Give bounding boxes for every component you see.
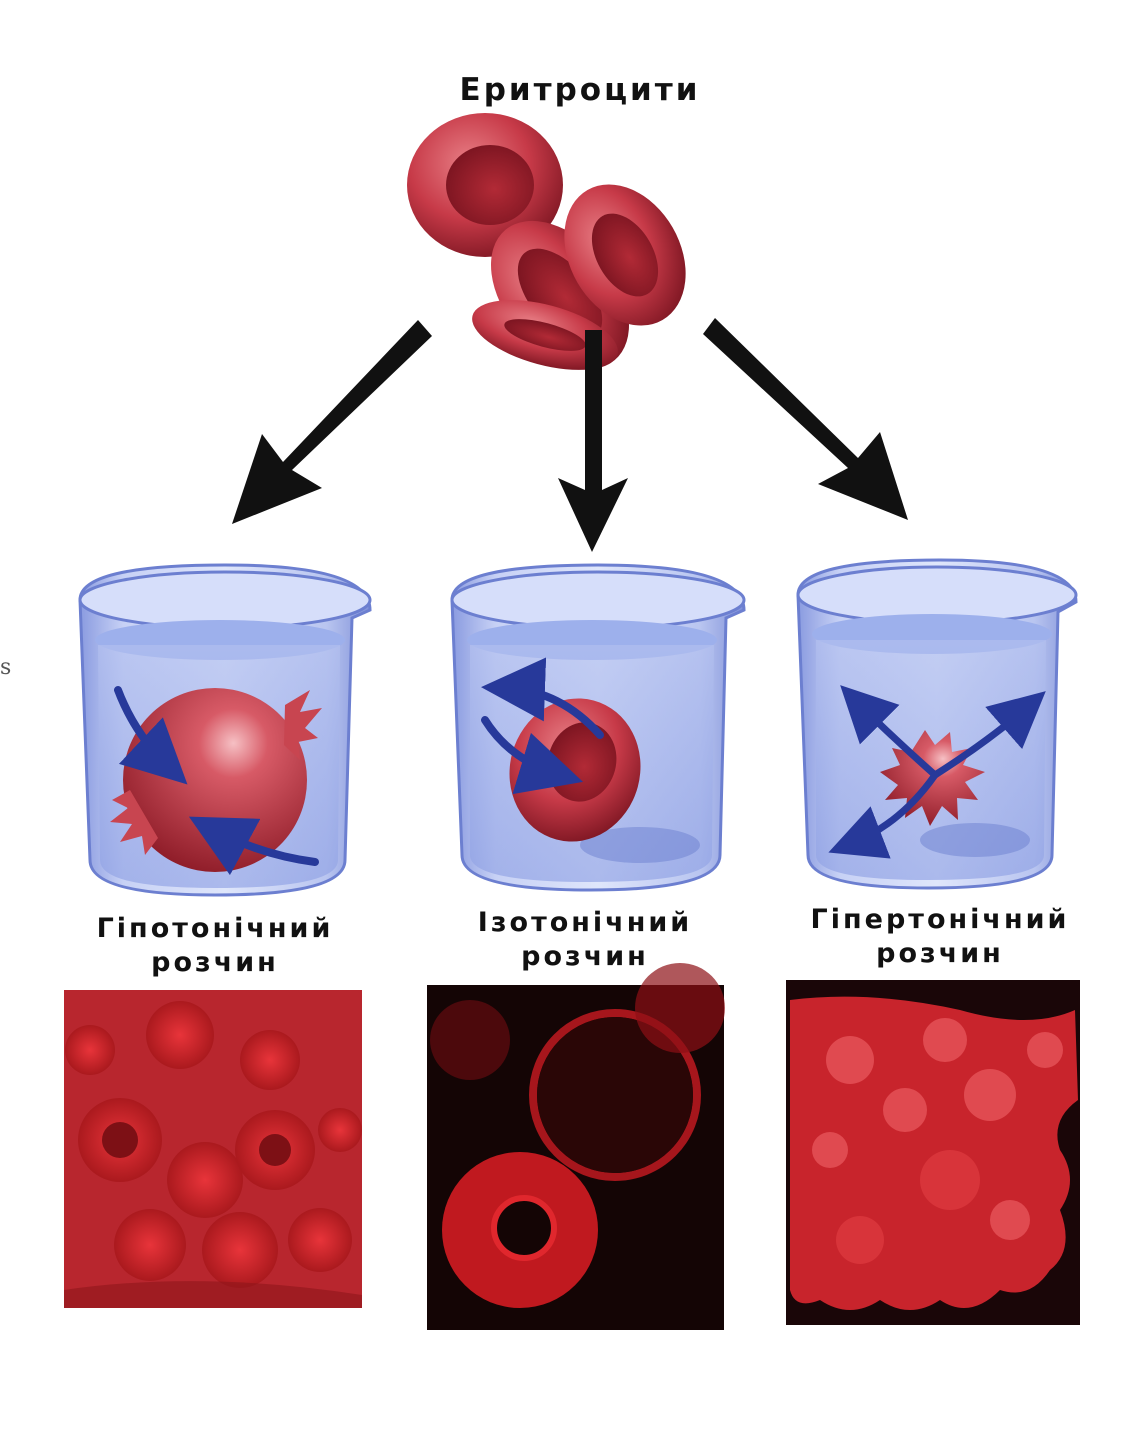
caption-hypertonic: Гіпертонічний розчин [770,903,1110,971]
black-down-arrow-icon [558,330,628,552]
erythrocytes-cluster [407,113,686,370]
erythrocyte-center [446,145,534,225]
water-flow-arrow-icon [114,686,319,876]
caption-line: Гіпотонічний [96,913,334,944]
micrograph-hypertonic [786,980,1080,1325]
caption-line: розчин [876,938,1004,969]
black-down-arrow-icon [703,318,908,520]
caption-line: Ізотонічний [477,907,693,938]
micrograph-isotonic [427,963,725,1330]
edge-mark: s [0,655,12,680]
beaker-icon [796,558,1078,890]
micrograph-hypotonic [64,990,362,1308]
erythrocyte-center [504,319,586,351]
water-flow-arrow-icon [481,657,604,795]
water-flow-arrow-icon [828,685,1046,859]
black-down-arrow-icon [232,320,432,524]
caption-hypotonic: Гіпотонічний розчин [50,912,380,980]
erythrocyte-center [591,213,659,297]
caption-isotonic: Ізотонічний розчин [420,906,750,974]
caption-line: Гіпертонічний [810,904,1070,935]
caption-line: розчин [151,947,279,978]
caption-line: розчин [521,941,649,972]
diagram-title: Еритроцити [459,72,701,108]
